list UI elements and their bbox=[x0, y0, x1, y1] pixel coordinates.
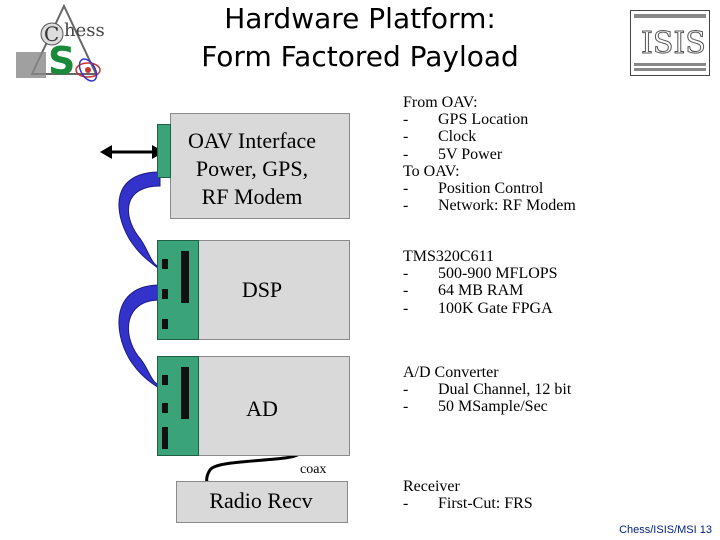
bullet-dash: - bbox=[403, 381, 409, 399]
oav-interface-board bbox=[170, 113, 350, 219]
spec-heading: A/D Converter bbox=[403, 364, 499, 381]
bullet-dash: - bbox=[403, 299, 409, 317]
slide-title-line-2: Form Factored Payload bbox=[201, 40, 519, 73]
spec-item: Dual Channel, 12 bit bbox=[438, 381, 572, 399]
radio-receiver-board bbox=[176, 481, 348, 523]
slide-title-line-1: Hardware Platform: bbox=[224, 2, 496, 35]
bullet-dash: - bbox=[403, 111, 409, 129]
spec-item: 100K Gate FPGA bbox=[438, 299, 553, 317]
bullet-dash: - bbox=[403, 128, 409, 146]
spec-item: 5V Power bbox=[438, 145, 503, 163]
radio-board-label: Radio Recv bbox=[209, 488, 313, 513]
bullet-dash: - bbox=[403, 179, 409, 197]
logo-letter-c: C bbox=[44, 22, 59, 46]
svg-text:S: S bbox=[48, 39, 75, 83]
slide-footer: Chess/ISIS/MSI 13 bbox=[619, 524, 712, 536]
spec-item: 64 MB RAM bbox=[438, 282, 524, 300]
bullet-dash: - bbox=[403, 398, 409, 416]
spec-heading: TMS320C611 bbox=[403, 248, 494, 265]
spec-item: Network: RF Modem bbox=[438, 197, 576, 215]
oav-label-line-3: RF Modem bbox=[201, 184, 303, 209]
spec-item: First-Cut: FRS bbox=[438, 495, 533, 513]
spec-item: 50 MSample/Sec bbox=[438, 398, 548, 416]
isis-logo: ISIS bbox=[630, 10, 710, 76]
oav-connector bbox=[157, 124, 171, 178]
chess-logo: C hess S bbox=[14, 3, 106, 84]
bullet-dash: - bbox=[403, 265, 409, 283]
dsp-spec-block: TMS320C611 - 500-900 MFLOPS - 64 MB RAM - 1… bbox=[403, 248, 703, 317]
bullet-dash: - bbox=[403, 145, 409, 163]
spec-item: Position Control bbox=[438, 179, 544, 197]
spec-heading: From OAV: bbox=[403, 94, 478, 111]
dsp-board bbox=[175, 240, 350, 340]
spec-heading: To OAV: bbox=[403, 162, 460, 180]
ad-spec-block: A/D Converter - Dual Channel, 12 bit - 50 … bbox=[403, 364, 703, 416]
coax-label: coax bbox=[300, 462, 327, 477]
spec-heading: Receiver bbox=[403, 478, 460, 495]
svg-text:ISIS: ISIS bbox=[641, 26, 706, 61]
dsp-board-label: DSP bbox=[241, 277, 283, 302]
logo-text: hess bbox=[64, 20, 105, 41]
oav-spec-block: From OAV: - GPS Location - Clock - 5V Power… bbox=[403, 94, 703, 214]
dsp-daughter-card bbox=[157, 240, 199, 340]
oav-label-line-1: OAV Interface bbox=[187, 128, 317, 153]
ad-daughter-card bbox=[157, 356, 199, 456]
spec-item: 500-900 MFLOPS bbox=[438, 265, 558, 283]
bullet-dash: - bbox=[403, 197, 409, 215]
bullet-dash: - bbox=[403, 495, 409, 513]
spec-item: GPS Location bbox=[438, 111, 529, 129]
spec-item: Clock bbox=[438, 128, 477, 146]
oav-board-label: OAV Interface Power, GPS, RF Modem bbox=[172, 127, 332, 211]
radio-spec-block: Receiver - First-Cut: FRS bbox=[403, 478, 703, 512]
oav-label-line-2: Power, GPS, bbox=[195, 156, 309, 181]
ad-board bbox=[175, 356, 350, 456]
ad-board-label: AD bbox=[246, 396, 278, 421]
bullet-dash: - bbox=[403, 282, 409, 300]
